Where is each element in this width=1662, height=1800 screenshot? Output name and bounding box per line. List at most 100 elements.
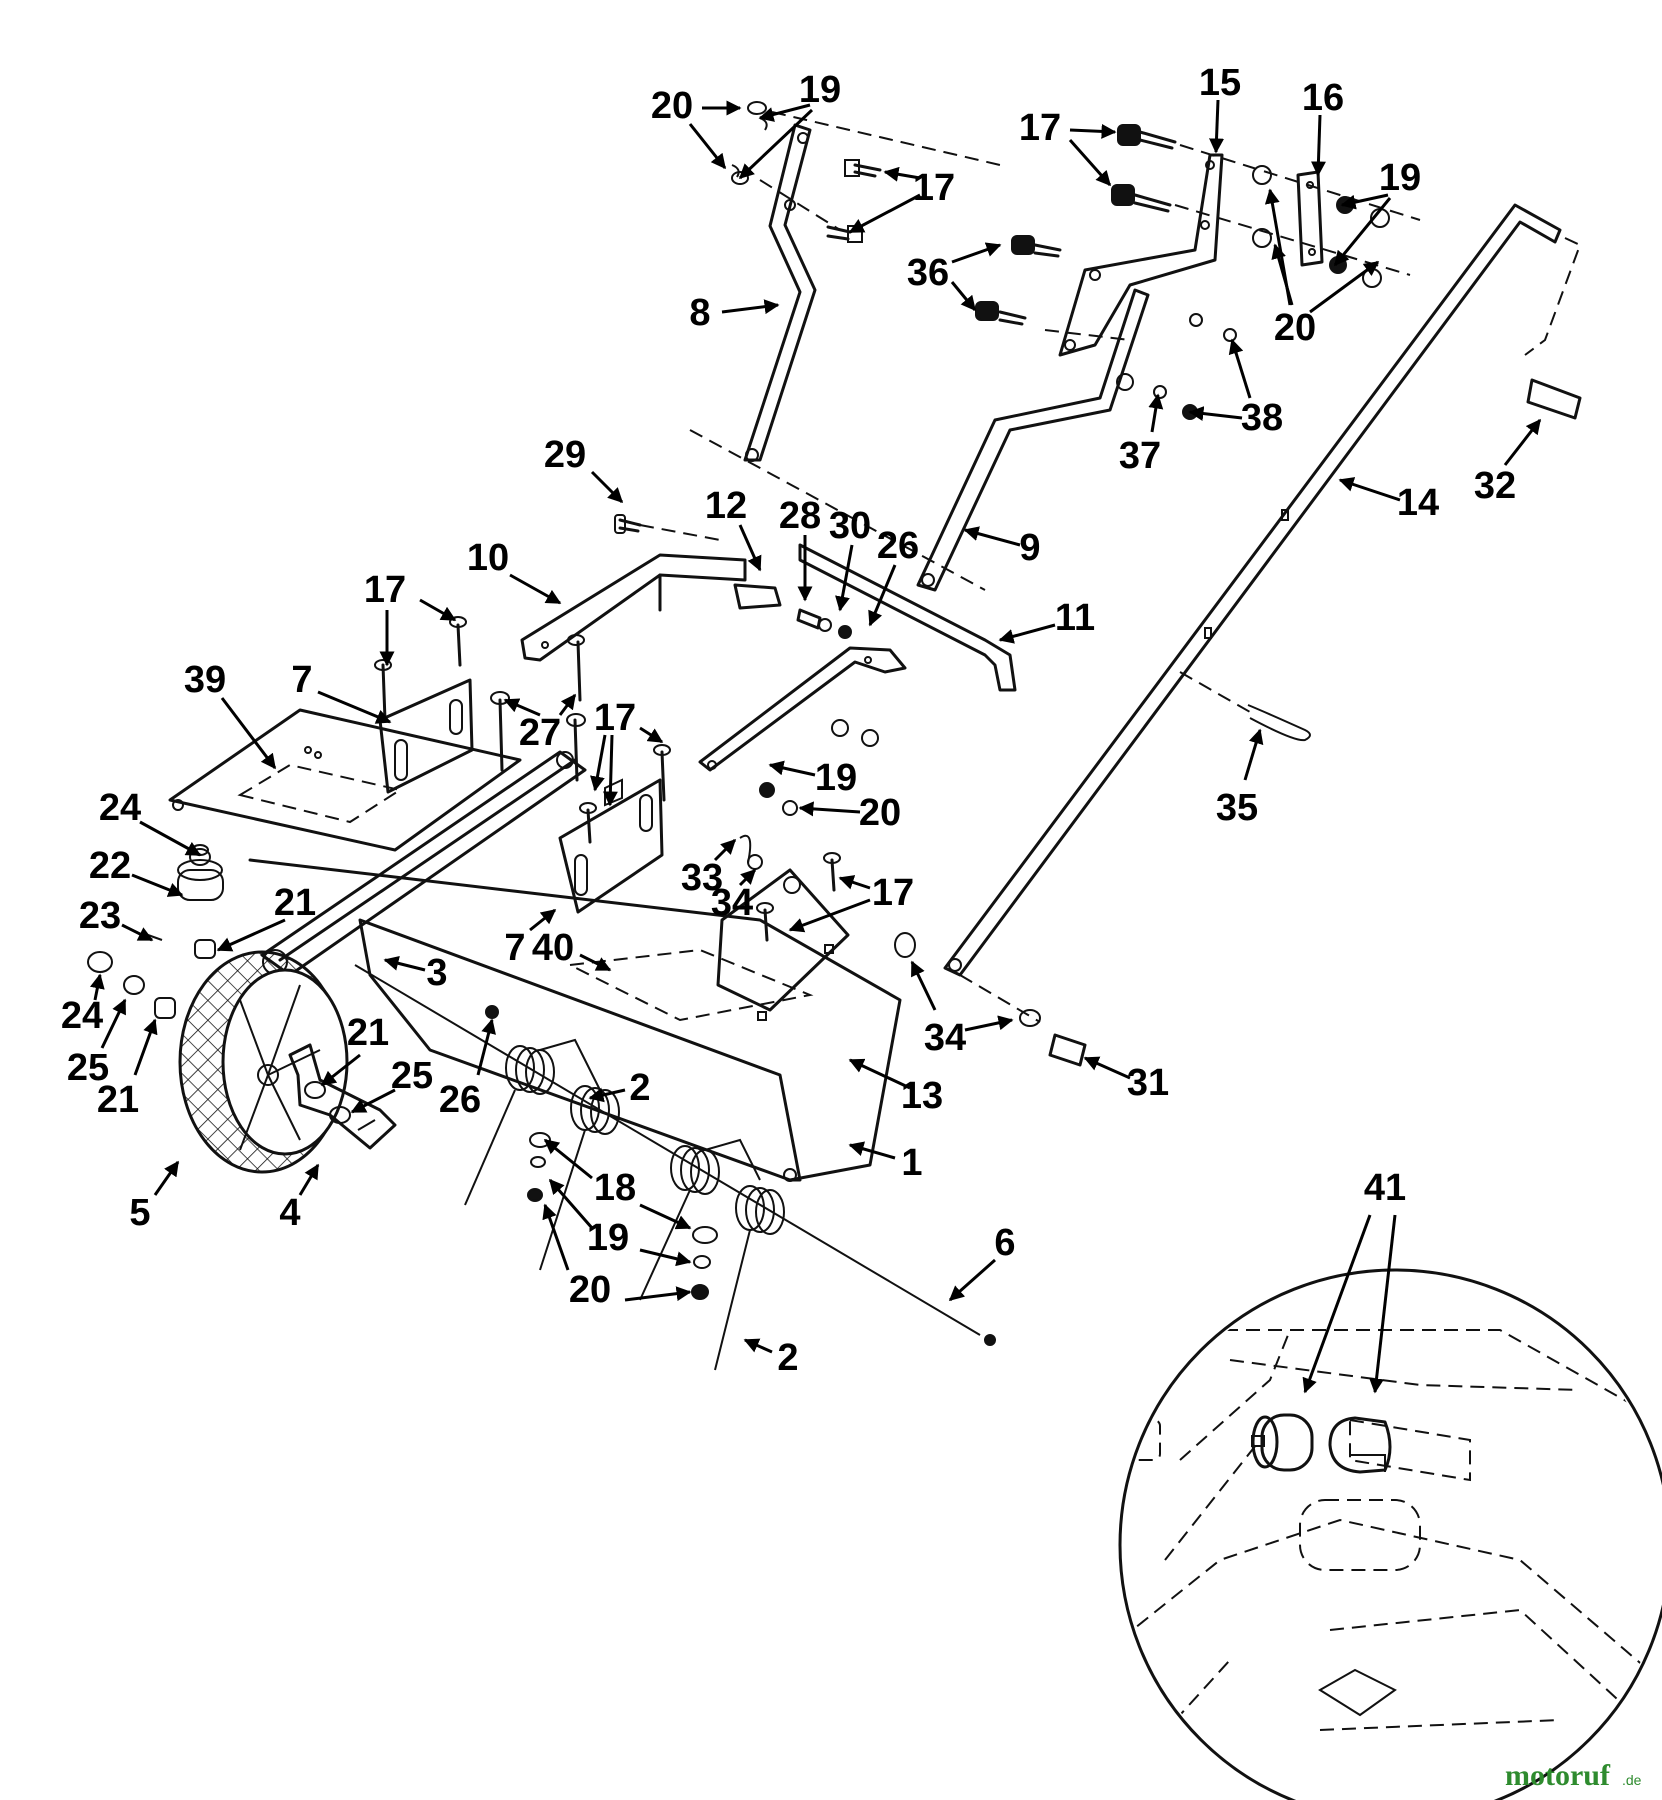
callout-arrow	[1228, 338, 1252, 399]
callout-arrow	[738, 868, 757, 887]
callout-arrow	[848, 1058, 911, 1090]
callout-c10: 10	[467, 537, 562, 605]
callout-arrow	[768, 760, 816, 777]
callout-c11: 11	[998, 597, 1095, 644]
callout-c17d: 17	[590, 697, 664, 807]
callout-number: 34	[924, 1017, 966, 1059]
callout-arrow	[100, 998, 127, 1049]
callout-number: 31	[1127, 1062, 1169, 1104]
callout-number: 20	[651, 85, 693, 127]
callout-number: 24	[61, 995, 103, 1037]
callout-c14: 14	[1338, 477, 1439, 524]
callout-c17b: 17	[1019, 107, 1117, 187]
callout-c26b: 26	[439, 1018, 496, 1121]
callout-number: 2	[777, 1337, 798, 1379]
callout-arrow	[131, 873, 184, 897]
callout-c21c: 21	[320, 1012, 389, 1087]
callout-arrow	[139, 820, 202, 857]
part-bracket-15	[1058, 153, 1224, 357]
callout-c28: 28	[779, 495, 821, 602]
callout-c25a: 25	[67, 998, 127, 1089]
callout-arrow	[848, 193, 921, 234]
callout-arrow	[476, 1018, 496, 1076]
part-handle-14	[943, 203, 1562, 977]
callout-arrow	[738, 108, 814, 180]
callout-arrow	[121, 923, 154, 942]
callout-arrow	[220, 697, 277, 770]
callout-arrow	[298, 1163, 320, 1196]
callout-number: 39	[184, 659, 226, 701]
callout-c1: 1	[848, 1141, 923, 1184]
callout-number: 20	[569, 1269, 611, 1311]
callout-c31: 31	[1083, 1056, 1169, 1104]
callout-arrow	[788, 898, 871, 933]
callout-arrow	[89, 973, 105, 1001]
callout-c17c: 17	[364, 569, 457, 667]
callout-arrow	[721, 299, 780, 315]
callout-c23: 23	[79, 895, 154, 942]
callout-c12: 12	[705, 485, 762, 572]
callout-c8: 8	[689, 292, 780, 334]
callout-arrow	[1083, 1056, 1131, 1080]
callout-c20d: 20	[542, 1203, 692, 1311]
callout-arrow	[133, 1018, 158, 1076]
callout-number: 19	[799, 69, 841, 111]
callout-arrow	[543, 1138, 593, 1180]
callout-c2b: 2	[743, 1337, 799, 1379]
callout-c20b: 20	[1264, 188, 1380, 349]
callout-arrow	[503, 698, 541, 717]
callout-number: 40	[532, 927, 574, 969]
callout-arrow	[1148, 393, 1164, 433]
callout-arrow	[639, 1203, 692, 1230]
callout-arrow	[602, 734, 618, 807]
callout-c6: 6	[948, 1222, 1016, 1302]
callout-c25b: 25	[350, 1055, 433, 1114]
callout-number: 17	[364, 569, 406, 611]
callout-arrow	[998, 623, 1056, 644]
callout-c7b: 7	[504, 908, 557, 969]
callout-c32: 32	[1474, 418, 1542, 507]
callout-c22: 22	[89, 845, 184, 897]
callout-c34a: 34	[711, 868, 757, 924]
callout-c20c: 20	[798, 792, 901, 834]
callout-c37: 37	[1119, 393, 1164, 477]
callout-c19a: 19	[738, 69, 841, 180]
callout-arrow	[838, 875, 871, 890]
callout-c21b: 21	[97, 1018, 158, 1121]
callout-arrow	[963, 526, 1021, 547]
callout-c27: 27	[503, 693, 577, 754]
callout-arrow	[558, 693, 577, 716]
callout-c19d: 19	[548, 1178, 692, 1267]
callout-arrow	[509, 573, 562, 605]
callout-c36: 36	[907, 242, 1002, 312]
part-grip-32	[1526, 378, 1582, 420]
callout-c26a: 26	[868, 525, 919, 627]
callout-number: 4	[279, 1192, 300, 1234]
callout-c3: 3	[383, 952, 448, 994]
callout-arrow	[317, 690, 392, 724]
callout-arrow	[1338, 477, 1401, 502]
callout-number: 41	[1364, 1167, 1406, 1209]
callout-arrow	[1188, 406, 1243, 421]
callout-arrow	[758, 103, 811, 122]
callout-number: 26	[439, 1079, 481, 1121]
callout-number: 3	[426, 952, 447, 994]
callout-number: 38	[1241, 397, 1283, 439]
callout-c9: 9	[963, 526, 1041, 569]
callout-arrow	[1310, 114, 1326, 177]
part-springs-2	[464, 1038, 785, 1371]
callout-c5: 5	[129, 1160, 180, 1234]
callout-number: 20	[859, 792, 901, 834]
part-clip-35	[1247, 704, 1311, 742]
callout-c38: 38	[1188, 338, 1283, 439]
callout-number: 19	[587, 1217, 629, 1259]
callout-number: 22	[89, 845, 131, 887]
callout-arrow	[738, 524, 762, 572]
callout-number: 21	[274, 882, 316, 924]
callout-number: 10	[467, 537, 509, 579]
callout-c19b: 19	[1333, 157, 1421, 267]
callout-c29: 29	[544, 434, 624, 504]
callout-arrow	[1309, 260, 1380, 314]
